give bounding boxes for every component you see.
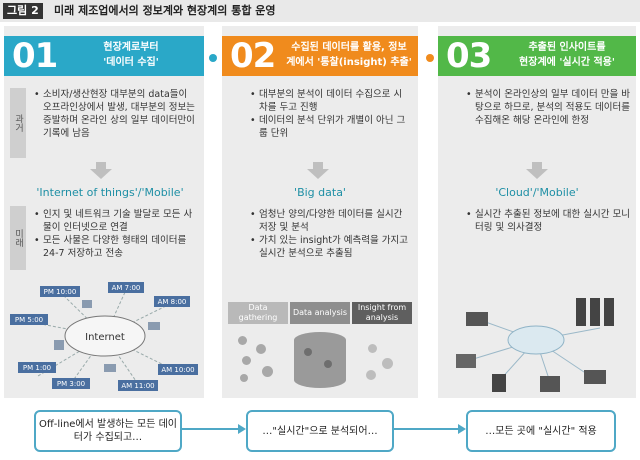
data-point [242,356,251,365]
process-step-insight: Insight from analysis [352,302,412,324]
time-tag: PM 1:00 [23,364,51,372]
data-point [238,336,247,345]
step-2-future-list: 엄청난 양의/다양한 데이터를 실시간 저장 및 분석 가치 있는 insigh… [250,208,412,260]
step-3-summary-box: …모든 곳에 "실시간" 적용 [466,410,616,452]
laptop-icon [584,370,606,384]
step-1-number: 01 [12,36,58,76]
list-item: 소비자/생산현장 대부분의 data들이 오프라인상에서 발생, 대부분의 정보… [34,88,198,140]
step-1-future-list: 인지 및 네트워크 기술 발달로 모든 사물이 인터넷으로 연결 모든 사물은 … [34,208,200,260]
step-3-future-list: 실시간 추출된 정보에 대한 실시간 모니터링 및 의사결정 [466,208,632,234]
down-arrow-icon [90,169,112,179]
step-1-tech-heading: 'Internet of things'/'Mobile' [36,186,184,199]
laptop-icon [466,312,488,326]
down-arrow-icon [307,169,329,179]
figure-title: 미래 제조업에서의 정보계와 현장계의 통합 운영 [54,4,276,17]
server-icon [590,298,600,326]
step-2-summary-box: …"실시간"으로 분석되어… [246,410,394,452]
database-cylinder [294,332,346,388]
process-step-gathering: Data gathering [228,302,288,324]
flow-arrow-2 [394,428,458,430]
internet-label: Internet [85,332,125,343]
device-icon [104,364,116,372]
server-icon [576,298,586,326]
step-2-title-line-1: 수집된 데이터를 활용, 정보 [291,42,407,53]
step-2-tech-heading: 'Big data' [294,186,346,199]
connector-dot-1 [209,54,217,62]
time-tag: AM 8:00 [158,298,187,306]
step-2-title: 수집된 데이터를 활용, 정보 계에서 '통찰(insight) 추출' [282,40,416,70]
step-1-title-line-1: 현장계로부터 [103,42,159,53]
step-2-header: 02 수집된 데이터를 활용, 정보 계에서 '통찰(insight) 추출' [222,36,418,76]
step-3-tech-heading: 'Cloud'/'Mobile' [495,186,579,199]
time-tag: PM 10:00 [44,288,77,296]
list-item: 실시간 추출된 정보에 대한 실시간 모니터링 및 의사결정 [466,208,632,234]
data-point [240,374,248,382]
step-1-header: 01 현장계로부터 '데이터 수집' [4,36,204,76]
step-1-title-line-2: '데이터 수집' [103,57,159,68]
time-tag: PM 5:00 [15,316,43,324]
step-2-title-line-2: 계에서 '통찰(insight) 추출' [286,57,412,68]
time-tag: AM 11:00 [121,382,154,390]
list-item: 분석이 온라인상의 일부 데이터 만을 바탕으로 하므로, 분석의 적용도 데이… [466,88,632,127]
monitor-icon [456,354,476,368]
data-point [256,344,266,354]
tablet-icon [540,376,560,392]
step-1-past-list: 소비자/생산현장 대부분의 data들이 오프라인상에서 발생, 대부분의 정보… [34,88,198,140]
connector-dot-2 [426,54,434,62]
step-2-number: 02 [230,36,276,76]
step-3-title: 추출된 인사이트를 현장계에 '실시간 적용' [500,40,634,70]
iot-network-diagram: Internet PM 10:00 AM 7:00 AM 8:00 PM 5:0… [10,282,198,391]
data-point [366,370,376,380]
device-icon [54,340,64,350]
server-icon [604,298,614,326]
step-2-past-list: 대부분의 분석이 데이터 수집으로 시차를 두고 진행 데이터의 분석 단위가 … [250,88,410,140]
down-arrow-stem [313,162,323,169]
step-3-title-line-2: 현장계에 '실시간 적용' [519,57,615,68]
future-label: 미래 [10,206,26,270]
data-point [382,358,393,369]
phone-icon [492,374,506,392]
list-item: 엄청난 양의/다양한 데이터를 실시간 저장 및 분석 [250,208,412,234]
step-3-header: 03 추출된 인사이트를 현장계에 '실시간 적용' [438,36,636,76]
time-tag: AM 7:00 [112,284,141,292]
data-point [304,348,312,356]
process-step-analysis: Data analysis [290,302,350,324]
cloud-network-diagram [456,298,614,392]
list-item: 대부분의 분석이 데이터 수집으로 시차를 두고 진행 [250,88,410,114]
down-arrow-stem [532,162,542,169]
step-1-summary-box: Off-line에서 발생하는 모든 데이터가 수집되고… [34,410,182,452]
down-arrow-icon [526,169,548,179]
arrow-right-icon [238,424,246,434]
step-3-past-list: 분석이 온라인상의 일부 데이터 만을 바탕으로 하므로, 분석의 적용도 데이… [466,88,632,127]
time-tag: AM 10:00 [161,366,194,374]
device-icon [82,300,92,308]
flow-arrow-1 [182,428,238,430]
figure-tag: 그림 2 [3,3,43,19]
data-point [324,360,332,368]
arrow-right-icon [458,424,466,434]
list-item: 가치 있는 insight가 예측력을 가지고 실시간 분석으로 추출됨 [250,234,412,260]
past-label: 과거 [10,88,26,158]
list-item: 모든 사물은 다양한 형태의 데이터를 24-7 저장하고 전송 [34,234,200,260]
list-item: 데이터의 분석 단위가 개별이 아닌 그룹 단위 [250,114,410,140]
step-1-title: 현장계로부터 '데이터 수집' [66,40,196,70]
data-point [262,366,273,377]
figure-header [0,0,640,22]
list-item: 인지 및 네트워크 기술 발달로 모든 사물이 인터넷으로 연결 [34,208,200,234]
data-point [368,344,377,353]
device-icon [148,322,160,330]
step-3-number: 03 [446,36,492,76]
time-tag: PM 3:00 [57,380,85,388]
cloud-icon [507,325,565,355]
down-arrow-stem [96,162,106,169]
step-3-title-line-1: 추출된 인사이트를 [528,42,606,53]
